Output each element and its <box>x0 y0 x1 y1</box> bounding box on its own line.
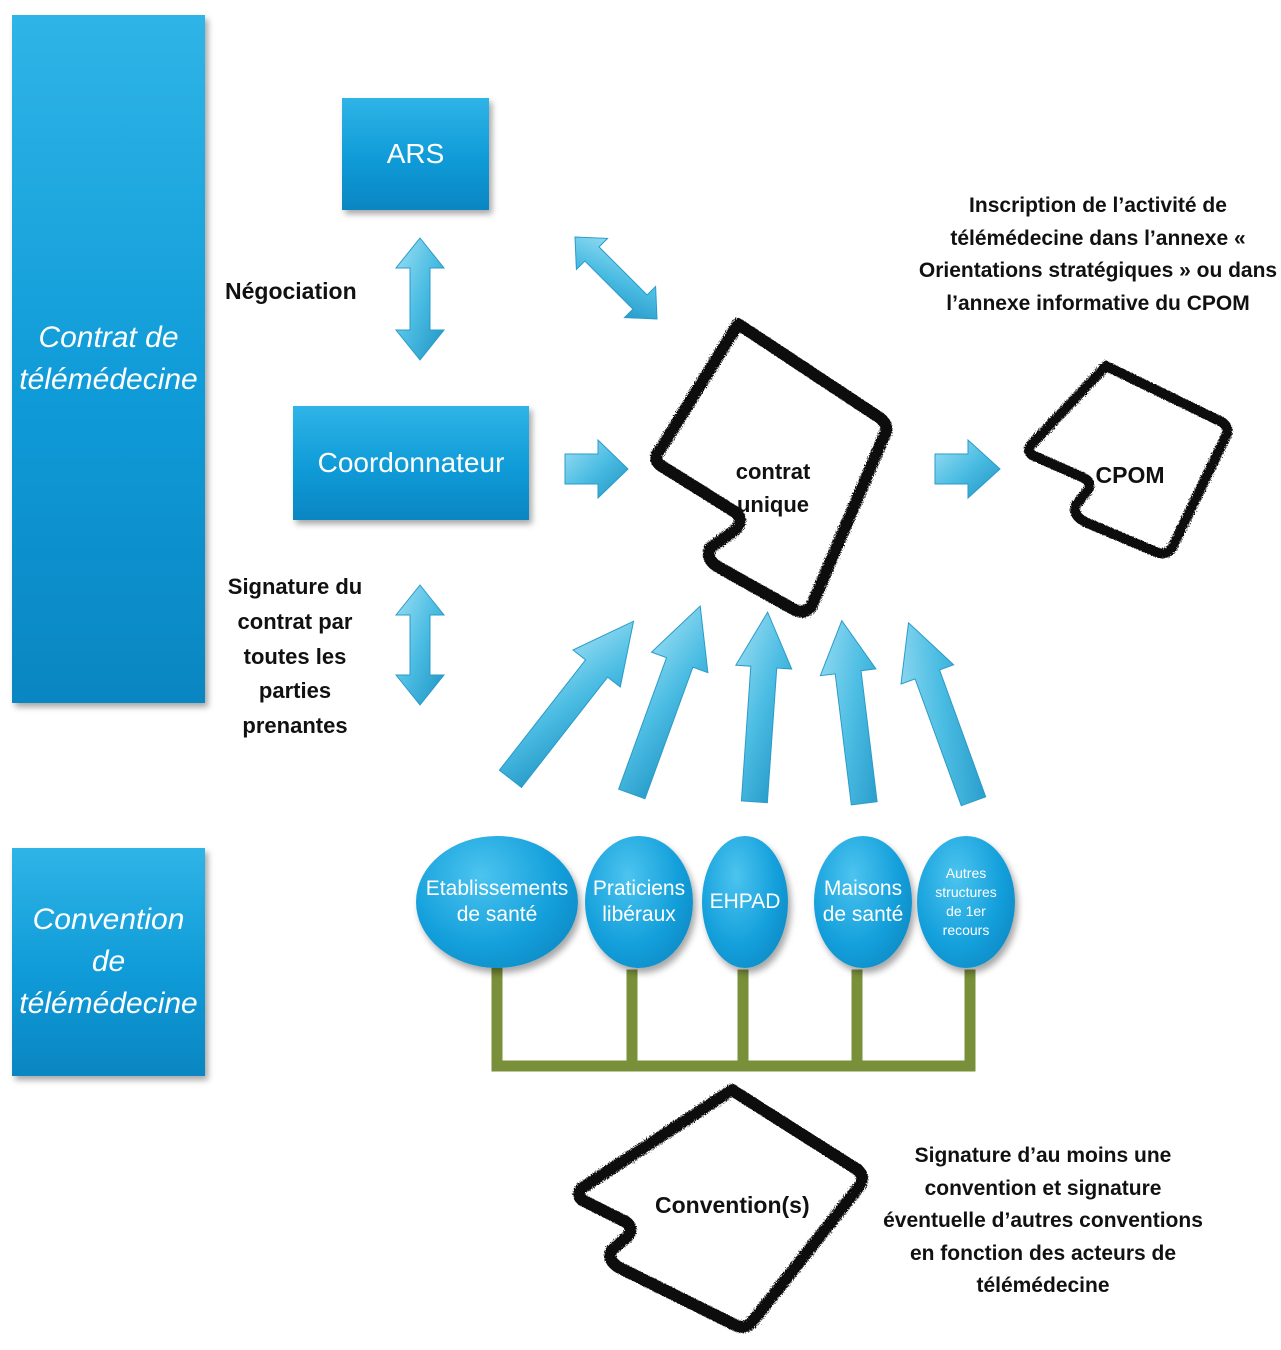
contrat-to-cpom-arrow <box>934 438 1001 500</box>
actor-arrow-3 <box>735 611 793 804</box>
actor-arrow-2 <box>618 604 709 800</box>
actor-ehpad: EHPAD <box>702 836 788 968</box>
signature-convention-label: Signature d’au moins une convention et s… <box>883 1144 1203 1298</box>
actor-maisons: Maisons de santé <box>814 836 912 968</box>
contrat-unique-label: contrat unique <box>735 459 811 517</box>
conventions-label: Convention(s) <box>655 1192 810 1218</box>
actor-autres-label: Autres structures de 1er recours <box>935 865 997 938</box>
actor-arrow-5 <box>900 621 987 807</box>
cpom-label: CPOM <box>1095 462 1165 488</box>
actor-praticiens: Praticiens libéraux <box>585 836 693 968</box>
green-connector <box>491 929 976 1072</box>
actor-arrows <box>498 604 987 807</box>
convention-telemedecine-box: Convention de télémédecine <box>12 848 205 1076</box>
actor-autres: Autres structures de 1er recours <box>917 836 1015 968</box>
actor-arrow-1 <box>498 620 635 789</box>
actor-maisons-label: Maisons de santé <box>822 876 904 926</box>
contrat-telemedecine-label: Contrat de télémédecine <box>19 321 198 396</box>
contrat-telemedecine-box: Contrat de télémédecine <box>12 15 205 703</box>
cpom-document <box>1024 361 1233 559</box>
actor-etablissements: Etablissements de santé <box>416 836 578 968</box>
ars-box: ARS <box>342 98 489 210</box>
ars-contrat-double-arrow <box>574 236 658 320</box>
convention-telemedecine-label: Convention de télémédecine <box>19 903 198 1020</box>
conventions-document <box>573 1084 868 1333</box>
actor-etablissements-label: Etablissements de santé <box>425 876 569 926</box>
coordonnateur-label: Coordonnateur <box>317 447 505 478</box>
signature-double-arrow <box>394 584 446 706</box>
negociation-label: Négociation <box>225 278 357 304</box>
signature-contrat-label: Signature du contrat par toutes les part… <box>227 574 363 738</box>
coordonnateur-to-contrat-arrow <box>564 438 629 500</box>
actor-arrow-4 <box>819 619 878 806</box>
ars-label: ARS <box>386 138 445 169</box>
actor-ehpad-label: EHPAD <box>709 890 781 913</box>
contrat-unique-document <box>650 318 893 618</box>
inscription-label: Inscription de l’activité de télémédecin… <box>918 194 1278 315</box>
coordonnateur-box: Coordonnateur <box>293 406 529 520</box>
negociation-double-arrow <box>394 237 446 361</box>
actor-praticiens-label: Praticiens libéraux <box>592 876 686 926</box>
